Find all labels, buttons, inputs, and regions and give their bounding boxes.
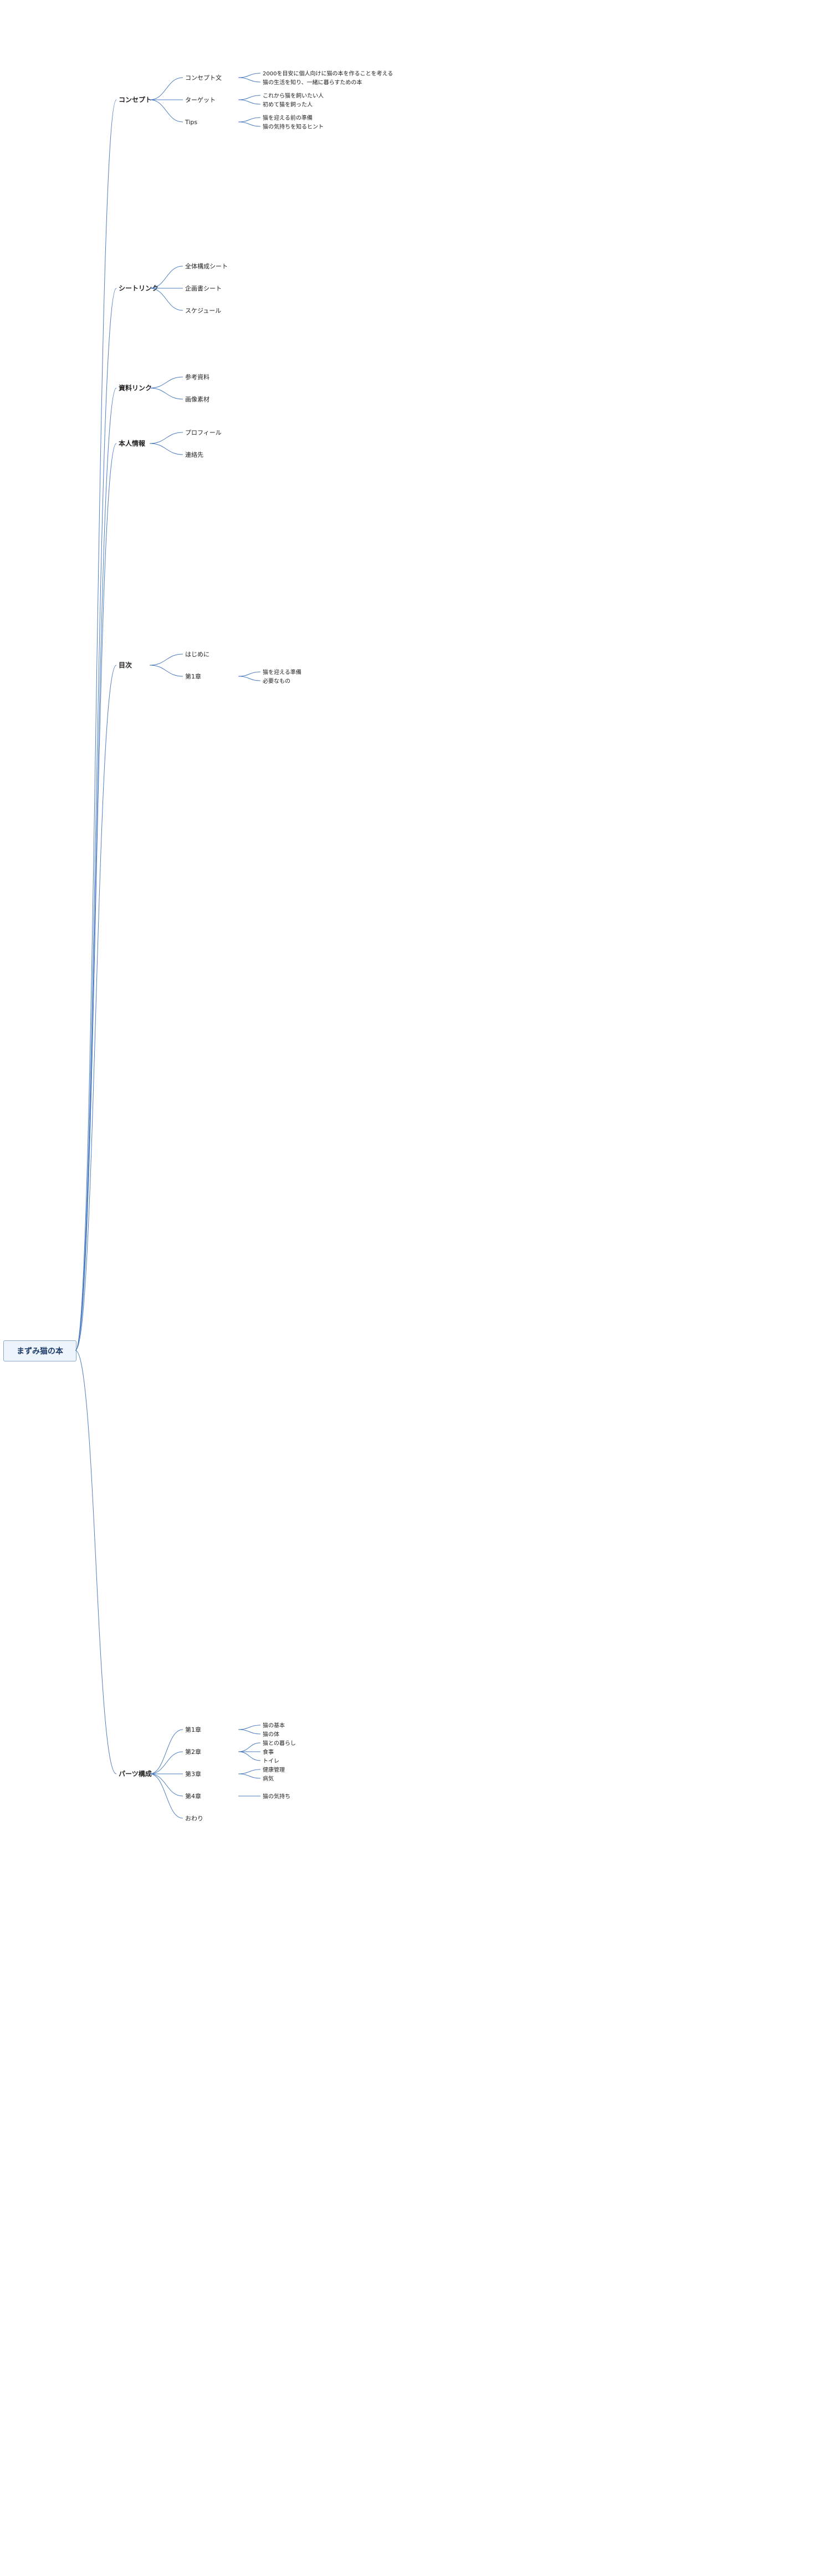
grandchild-node[interactable]: 健康管理 xyxy=(263,1766,285,1773)
grandchild-connector xyxy=(238,1751,261,1761)
child-connector xyxy=(149,1773,183,1819)
child-node[interactable]: 第4章 xyxy=(185,1792,201,1800)
grandchild-node[interactable]: 食事 xyxy=(263,1748,274,1756)
child-node[interactable]: プロフィール xyxy=(185,429,222,436)
grandchild-connector xyxy=(238,77,261,83)
grandchild-connector xyxy=(238,117,261,123)
grandchild-node[interactable]: 猫の体 xyxy=(263,1731,279,1738)
grandchild-connector xyxy=(238,1742,261,1752)
grandchild-node[interactable]: 猫の生活を知り、一緒に暮らすための本 xyxy=(263,79,362,86)
branch-node[interactable]: 目次 xyxy=(119,661,132,669)
child-node[interactable]: 参考資料 xyxy=(185,373,209,381)
grandchild-connector xyxy=(238,676,261,681)
child-connector xyxy=(149,387,183,400)
branch-connector xyxy=(75,665,117,1351)
branch-node[interactable]: コンセプト xyxy=(119,95,152,104)
child-connector xyxy=(149,432,183,444)
child-node[interactable]: Tips xyxy=(185,119,197,126)
branch-connector xyxy=(75,288,117,1351)
grandchild-connector xyxy=(238,1769,261,1774)
grandchild-connector xyxy=(238,95,261,100)
child-node[interactable]: 第2章 xyxy=(185,1748,201,1756)
grandchild-connector xyxy=(238,1729,261,1735)
grandchild-node[interactable]: 2000を目安に個人向けに猫の本を作ることを考える xyxy=(263,70,393,77)
grandchild-node[interactable]: 猫の気持ち xyxy=(263,1793,290,1800)
branch-node[interactable]: パーツ構成 xyxy=(119,1769,152,1778)
grandchild-connector xyxy=(238,1725,261,1730)
child-connector xyxy=(149,654,183,666)
child-node[interactable]: おわり xyxy=(185,1815,203,1822)
root-node[interactable]: まずみ猫の本 xyxy=(3,1340,76,1361)
grandchild-node[interactable]: トイレ xyxy=(263,1758,279,1764)
child-connector xyxy=(149,1751,183,1774)
child-connector xyxy=(149,376,183,389)
grandchild-node[interactable]: 猫を迎える準備 xyxy=(263,669,301,676)
branch-node[interactable]: シートリンク xyxy=(119,284,159,292)
child-node[interactable]: 第3章 xyxy=(185,1770,201,1778)
child-node[interactable]: スケジュール xyxy=(185,307,221,314)
grandchild-connector xyxy=(238,1773,261,1779)
grandchild-node[interactable]: 必要なもの xyxy=(263,677,290,685)
grandchild-connector xyxy=(238,121,261,127)
grandchild-node[interactable]: 初めて猫を飼った人 xyxy=(263,101,313,108)
child-node[interactable]: 全体構成シート xyxy=(185,262,228,270)
child-node[interactable]: ターゲット xyxy=(185,96,216,104)
child-node[interactable]: 企画書シート xyxy=(185,284,222,292)
branch-connector xyxy=(75,1350,117,1774)
child-connector xyxy=(149,443,183,455)
branch-node[interactable]: 資料リンク xyxy=(119,384,152,392)
child-node[interactable]: 第1章 xyxy=(185,672,201,680)
child-connector xyxy=(149,288,183,311)
grandchild-connector xyxy=(238,671,261,677)
branch-node[interactable]: 本人情報 xyxy=(119,439,146,447)
child-connector xyxy=(149,665,183,677)
child-connector xyxy=(149,99,183,123)
grandchild-connector xyxy=(238,99,261,105)
child-node[interactable]: はじめに xyxy=(185,651,209,658)
branch-connector xyxy=(75,443,117,1351)
branch-connector xyxy=(75,387,117,1351)
grandchild-node[interactable]: 猫を迎える前の準備 xyxy=(263,114,313,121)
grandchild-node[interactable]: これから猫を飼いたい人 xyxy=(263,92,324,99)
child-connector xyxy=(149,266,183,289)
child-node[interactable]: 画像素材 xyxy=(185,395,209,403)
branch-connector xyxy=(75,99,117,1351)
child-node[interactable]: コンセプト文 xyxy=(185,74,222,81)
child-node[interactable]: 第1章 xyxy=(185,1726,201,1733)
grandchild-node[interactable]: 猫の気持ちを知るヒント xyxy=(263,123,324,130)
grandchild-node[interactable]: 猫の基本 xyxy=(263,1722,285,1729)
child-connector xyxy=(149,1773,183,1797)
child-node[interactable]: 連絡先 xyxy=(185,451,203,458)
child-connector xyxy=(149,1729,183,1774)
grandchild-connector xyxy=(238,73,261,78)
grandchild-node[interactable]: 病気 xyxy=(263,1775,274,1782)
grandchild-node[interactable]: 猫との暮らし xyxy=(263,1740,296,1747)
child-connector xyxy=(149,77,183,100)
